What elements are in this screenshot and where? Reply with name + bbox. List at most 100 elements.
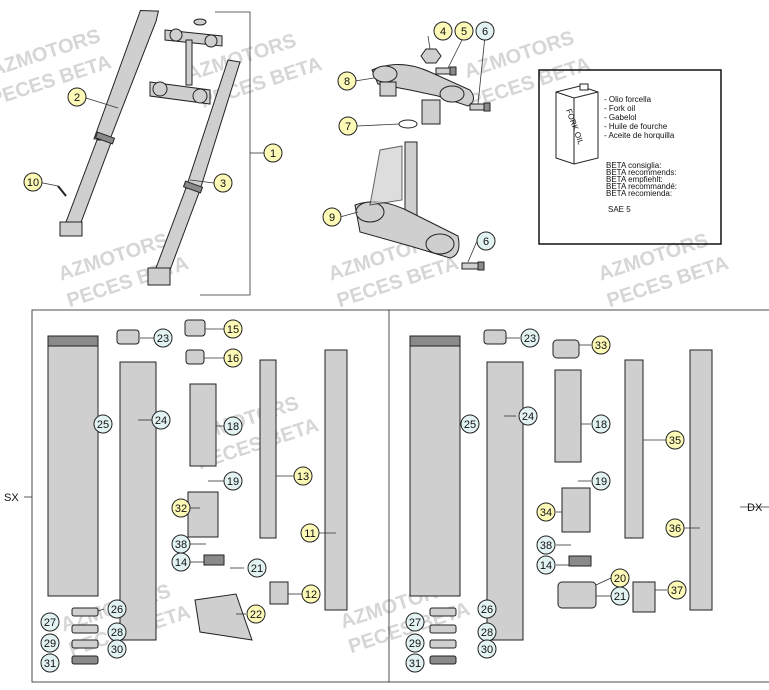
callout-18[interactable]: 18 (591, 414, 611, 434)
o-ring (398, 119, 418, 129)
svg-text:18: 18 (595, 419, 607, 431)
callout-35[interactable]: 35 (665, 430, 685, 450)
callout-30[interactable]: 30 (107, 639, 127, 659)
callout-1[interactable]: 1 (263, 143, 283, 163)
callout-21[interactable]: 21 (247, 558, 267, 578)
left-fork-leg (59, 9, 160, 237)
callout-19[interactable]: 19 (591, 471, 611, 491)
oil-can-icon: FORK OIL (555, 83, 599, 165)
svg-text:33: 33 (595, 340, 607, 352)
inner-tube (119, 361, 157, 641)
callout-37[interactable]: 37 (667, 580, 687, 600)
oil-box-frame (538, 69, 722, 245)
callout-9[interactable]: 9 (322, 207, 342, 227)
callout-27[interactable]: 27 (405, 612, 425, 632)
svg-text:4: 4 (440, 26, 446, 38)
damper-tube (259, 359, 277, 539)
callout-12[interactable]: 12 (301, 584, 321, 604)
callout-18[interactable]: 18 (223, 416, 243, 436)
callout-33[interactable]: 33 (591, 335, 611, 355)
callout-28[interactable]: 28 (477, 622, 497, 642)
callout-22[interactable]: 22 (246, 604, 266, 624)
callout-26[interactable]: 26 (107, 599, 127, 619)
svg-text:19: 19 (595, 476, 607, 488)
callout-6[interactable]: 6 (476, 231, 496, 251)
washer (71, 624, 99, 634)
oil-name: - Gabelol (604, 113, 637, 122)
callout-26[interactable]: 26 (477, 599, 497, 619)
svg-text:35: 35 (669, 435, 681, 447)
callout-38[interactable]: 38 (171, 534, 191, 554)
clamp-bolt-top (469, 102, 491, 112)
callout-32[interactable]: 32 (171, 498, 191, 518)
svg-text:23: 23 (524, 333, 536, 345)
triple-clamp (149, 18, 223, 105)
callout-6[interactable]: 6 (475, 21, 495, 41)
seal-ring (71, 639, 99, 649)
svg-text:31: 31 (44, 658, 56, 670)
svg-text:28: 28 (481, 627, 493, 639)
oil-name: - Aceite de horquilla (604, 131, 675, 140)
callout-10[interactable]: 10 (23, 172, 43, 192)
callout-38[interactable]: 38 (536, 535, 556, 555)
svg-text:21: 21 (614, 591, 626, 603)
svg-text:29: 29 (409, 638, 421, 650)
callout-21[interactable]: 21 (610, 586, 630, 606)
callout-29[interactable]: 29 (40, 633, 60, 653)
svg-text:5: 5 (461, 26, 467, 38)
callout-4[interactable]: 4 (433, 21, 453, 41)
callout-31[interactable]: 31 (40, 653, 60, 673)
callout-3[interactable]: 3 (213, 173, 233, 193)
complete-fork-group (57, 9, 264, 296)
callout-15[interactable]: 15 (223, 319, 243, 339)
svg-text:21: 21 (251, 563, 263, 575)
callout-30[interactable]: 30 (477, 639, 497, 659)
group-bracket (200, 11, 251, 296)
callout-23[interactable]: 23 (153, 328, 173, 348)
callout-13[interactable]: 13 (293, 466, 313, 486)
upper-clamp (371, 64, 474, 125)
callout-11[interactable]: 11 (300, 523, 320, 543)
cap (184, 319, 206, 337)
callout-19[interactable]: 19 (223, 471, 243, 491)
callout-31[interactable]: 31 (405, 653, 425, 673)
oil-recommend: BETA recommandé: (606, 182, 677, 191)
oil-recommend: BETA recomienda: (606, 189, 672, 198)
svg-text:30: 30 (481, 644, 493, 656)
svg-text:24: 24 (522, 411, 534, 423)
cartridge (324, 349, 348, 611)
svg-text:11: 11 (304, 528, 315, 540)
callout-20[interactable]: 20 (610, 568, 630, 588)
callout-24[interactable]: 24 (518, 406, 538, 426)
callout-27[interactable]: 27 (40, 612, 60, 632)
outer-tube (47, 335, 99, 597)
svg-text:15: 15 (227, 324, 239, 336)
svg-text:34: 34 (540, 507, 552, 519)
svg-text:32: 32 (175, 503, 187, 515)
svg-text:12: 12 (305, 589, 317, 601)
callout-25[interactable]: 25 (93, 414, 113, 434)
oil-recommend: BETA empfiehlt: (606, 175, 663, 184)
callout-25[interactable]: 25 (460, 414, 480, 434)
spring (189, 383, 217, 467)
callout-5[interactable]: 5 (454, 21, 474, 41)
callout-24[interactable]: 24 (151, 410, 171, 430)
callout-7[interactable]: 7 (338, 116, 358, 136)
right-leg-parts (409, 329, 713, 665)
bushing-ring (71, 607, 99, 617)
svg-text:2: 2 (74, 92, 80, 104)
callout-23[interactable]: 23 (520, 328, 540, 348)
callout-14[interactable]: 14 (171, 552, 191, 572)
svg-text:38: 38 (540, 540, 552, 552)
side-label-right: DX (747, 502, 763, 514)
callout-8[interactable]: 8 (337, 71, 357, 91)
callout-2[interactable]: 2 (67, 87, 87, 107)
svg-text:27: 27 (44, 617, 56, 629)
oil-name: - Huile de fourche (604, 122, 668, 131)
callout-29[interactable]: 29 (405, 633, 425, 653)
callout-28[interactable]: 28 (107, 622, 127, 642)
callout-36[interactable]: 36 (665, 518, 685, 538)
callout-16[interactable]: 16 (223, 348, 243, 368)
callout-34[interactable]: 34 (536, 502, 556, 522)
callout-14[interactable]: 14 (536, 555, 556, 575)
